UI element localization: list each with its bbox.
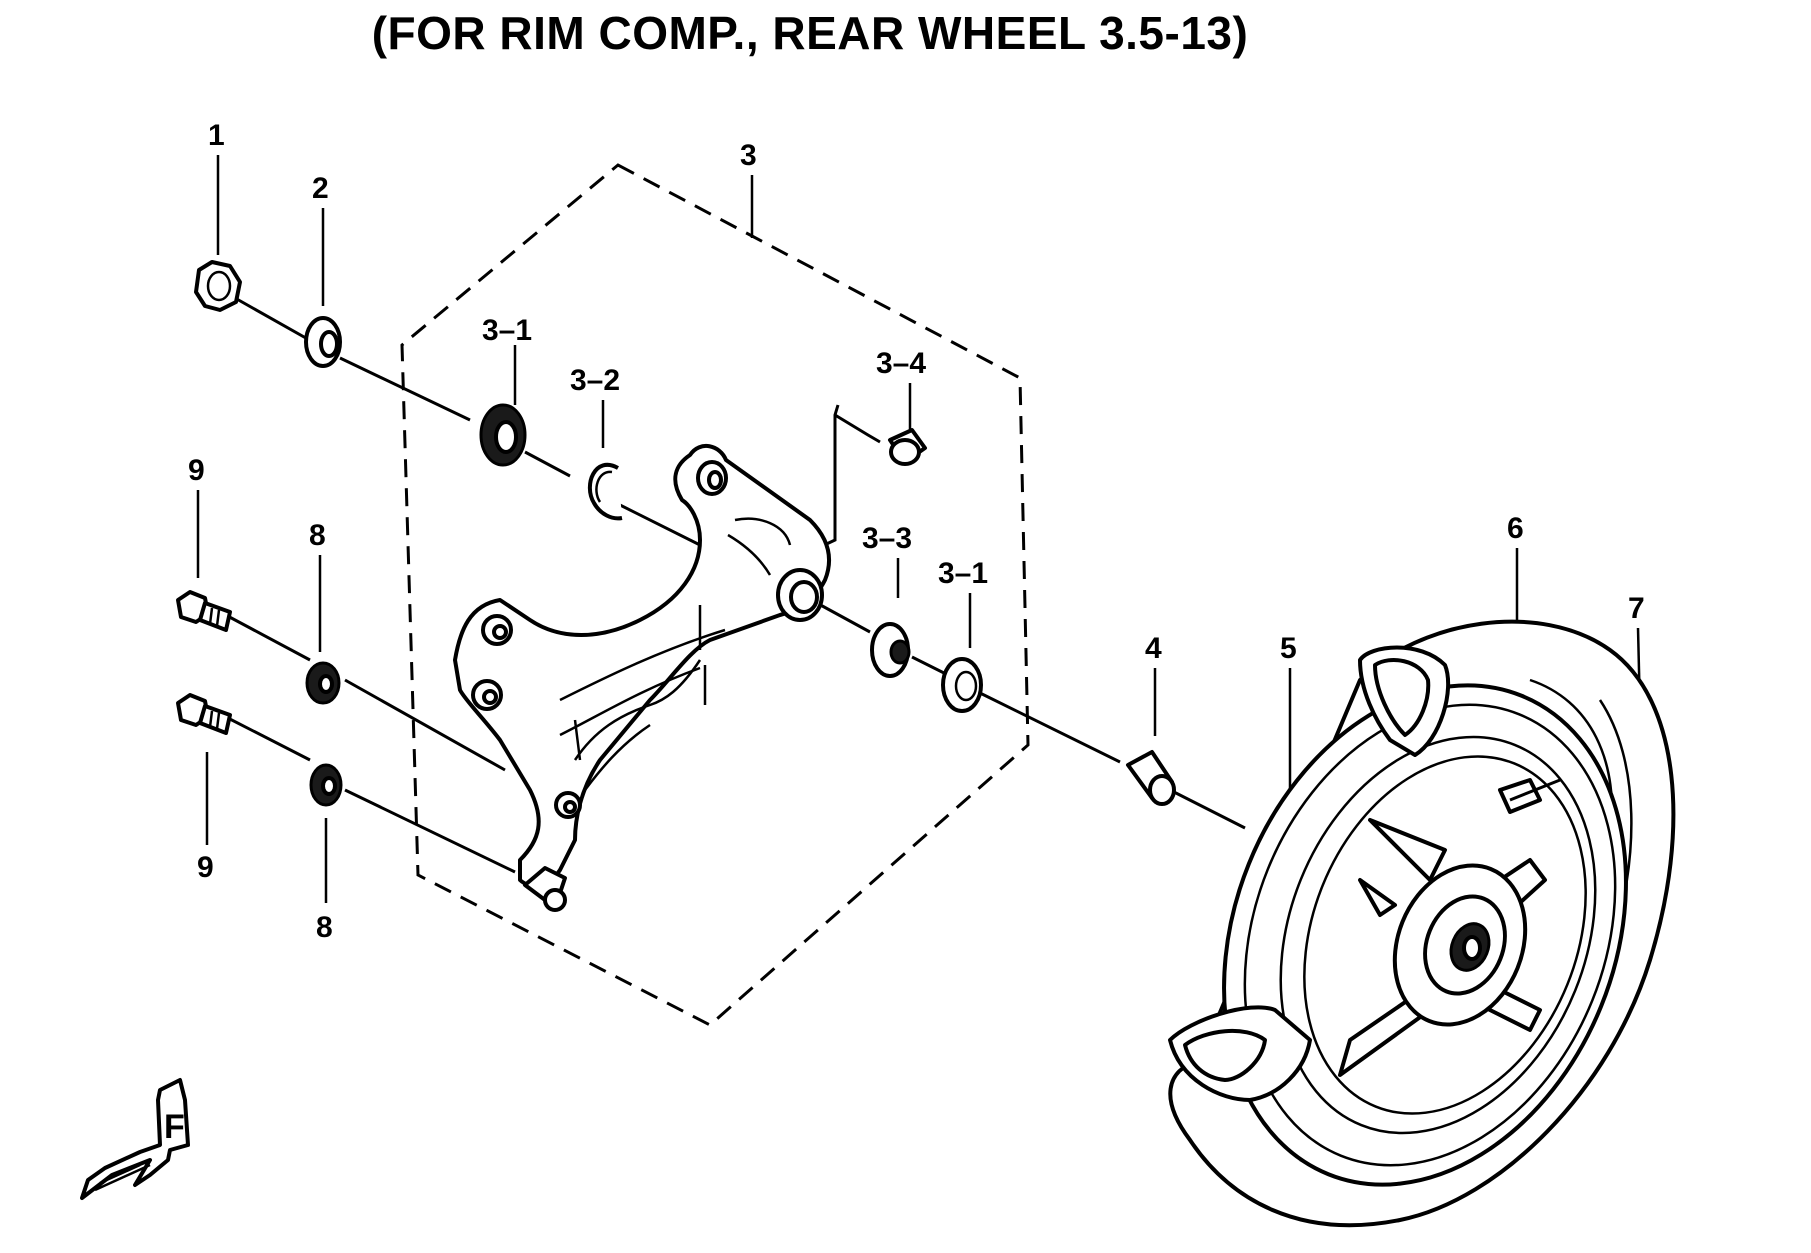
washer-part-8-upper	[305, 661, 341, 705]
bolt-part-9-lower	[176, 693, 232, 735]
circlip-part-3-2	[587, 463, 623, 521]
callout-1: 1	[208, 119, 225, 152]
callout-3-2: 3–2	[570, 364, 620, 397]
callout-3-3: 3–3	[862, 522, 912, 555]
collar-part-3-4	[888, 428, 927, 466]
callout-2: 2	[312, 172, 329, 205]
oil-seal-part-3-1-upper	[479, 403, 527, 467]
callout-pointers	[196, 155, 1642, 903]
front-marker-letter: F	[164, 1108, 185, 1146]
oil-seal-part-3-1-lower	[941, 657, 983, 713]
assembly-boundary-dashed	[400, 163, 1030, 1027]
callout-8-upper: 8	[309, 519, 326, 552]
collar-part-4	[1126, 750, 1176, 806]
washer-part-8-lower	[309, 763, 343, 807]
callout-3: 3	[740, 139, 757, 172]
bolt-part-9-upper	[176, 590, 232, 632]
valve-part-6	[1498, 778, 1561, 814]
collar-part-3-3	[870, 622, 911, 678]
axis-lines	[221, 296, 1246, 874]
callout-4: 4	[1145, 632, 1162, 665]
callout-labels: 1 2 3 3–1 3–2 3–4 3–3 3–1 4 5 6 7 8 8 9 …	[188, 119, 1645, 944]
callout-3-4: 3–4	[876, 347, 926, 380]
swing-arm-bracket-part-3	[453, 444, 831, 912]
callout-9-lower: 9	[197, 851, 214, 884]
callout-7: 7	[1628, 592, 1645, 625]
front-direction-marker: F	[80, 1078, 190, 1200]
callout-5: 5	[1280, 632, 1297, 665]
callout-3-1-lower: 3–1	[938, 557, 988, 590]
washer-part-2	[304, 316, 342, 368]
callout-8-lower: 8	[316, 911, 333, 944]
nut-part-1	[194, 260, 242, 312]
callout-9-upper: 9	[188, 454, 205, 487]
callout-6: 6	[1507, 512, 1524, 545]
diagram-title: (FOR RIM COMP., REAR WHEEL 3.5-13)	[371, 7, 1249, 59]
callout-3-1-upper: 3–1	[482, 314, 532, 347]
wheel-rim-part-5	[1168, 645, 1628, 1187]
